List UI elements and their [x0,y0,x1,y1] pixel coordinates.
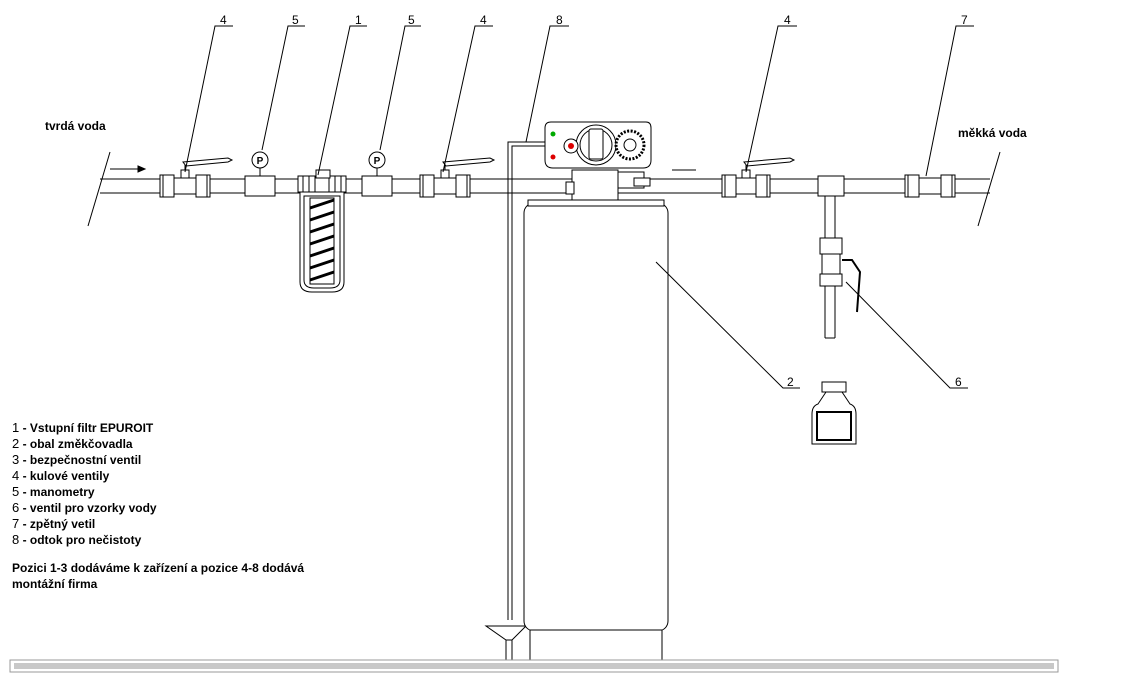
callout-4-b: 4 [480,13,487,27]
legend-item: 7 - zpětný vetil [12,516,96,531]
callout-2: 2 [787,375,794,389]
ball-valve-2 [419,157,496,198]
ball-valve-3 [721,157,796,198]
legend-item: 6 - ventil pro vzorky vody [12,500,157,515]
flow-arrow [110,165,147,173]
callout-7: 7 [961,13,968,27]
sample-bottle [811,381,857,445]
legend-item: 4 - kulové ventily [12,468,110,483]
pressure-gauge-1 [244,151,276,197]
legend-item: 3 - bezpečnostní ventil [12,452,142,467]
drain-line [484,141,545,660]
gauge-2-letter: P [374,156,381,167]
floor [9,659,1059,673]
ball-valve-1 [159,157,234,198]
leader-lines [184,25,974,389]
callout-numbers: 4 5 1 5 4 8 4 7 2 6 [220,13,968,389]
note-line-2: montážní firma [12,577,98,591]
filter-cartridge-hatch [309,198,335,282]
note-line-1: Pozici 1-3 dodáváme k zařízení a pozice … [12,561,305,575]
legend-item: 2 - obal změkčovadla [12,436,133,451]
callout-1: 1 [355,13,362,27]
check-valve [904,174,956,198]
gauge-1-letter: P [257,156,264,167]
callout-5-b: 5 [408,13,415,27]
inlet-filter [297,169,347,293]
pressure-gauge-2 [361,151,393,197]
callout-4-c: 4 [784,13,791,27]
softener-tank [523,199,669,661]
callout-4-a: 4 [220,13,227,27]
legend-item: 8 - odtok pro nečistoty [12,532,142,547]
outlet-label: měkká voda [958,126,1027,140]
callout-5-a: 5 [292,13,299,27]
inlet-label: tvrdá voda [45,119,106,133]
control-valve-head [544,121,696,201]
legend-item: 5 - manometry [12,484,95,499]
callout-8: 8 [556,13,563,27]
callout-6: 6 [955,375,962,389]
sample-valve [817,175,862,339]
legend-item: 1 - Vstupní filtr EPUROIT [12,420,154,435]
